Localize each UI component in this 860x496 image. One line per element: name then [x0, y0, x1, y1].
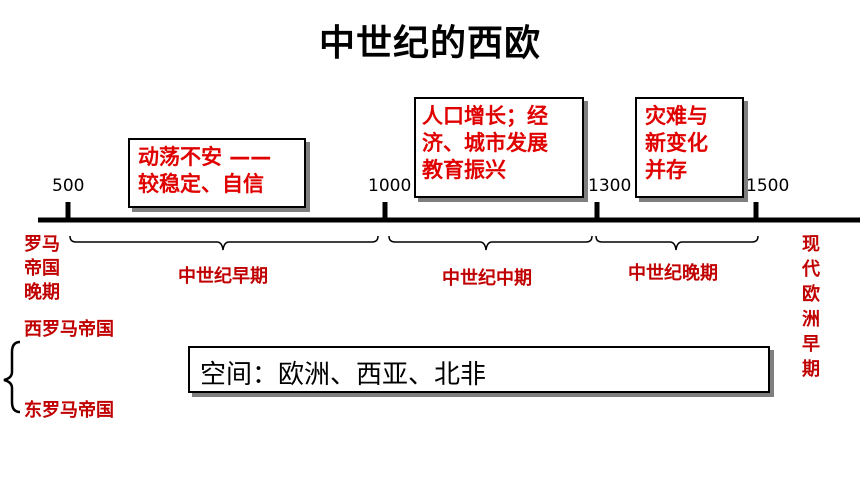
empire-bracket: [3, 340, 21, 414]
box-line: 较稳定、自信: [138, 172, 264, 196]
space-box: 空间：欧洲、西亚、北非: [188, 346, 770, 393]
box-line: 灾难与: [645, 104, 708, 128]
brace-middle: [388, 235, 593, 251]
period-label-late: 中世纪晚期: [628, 263, 718, 284]
period-label-early: 中世纪早期: [178, 266, 268, 287]
brace-late: [595, 235, 759, 251]
year-label: 1300: [588, 176, 632, 196]
box-line: 教育振兴: [422, 158, 506, 182]
middle-period-box: 人口增长；经 济、城市发展 教育振兴: [414, 97, 584, 198]
year-label: 1000: [368, 176, 412, 196]
year-label: 500: [52, 176, 85, 196]
early-period-box: 动荡不安 —— 较稳定、自信: [128, 138, 306, 208]
brace-early: [69, 235, 379, 251]
period-label-middle: 中世纪中期: [442, 268, 532, 289]
box-line: 济、城市发展: [422, 131, 548, 155]
box-line: 人口增长；经: [422, 104, 548, 128]
roman-late-label: 罗马帝国晚期: [24, 234, 60, 303]
western-roman-empire-label: 西罗马帝国: [24, 319, 114, 340]
box-line: 动荡不安 ——: [138, 145, 272, 169]
year-label: 1500: [746, 176, 790, 196]
box-line: 新变化: [645, 131, 708, 155]
page-title: 中世纪的西欧: [318, 23, 541, 64]
box-line: 并存: [645, 158, 687, 182]
modern-europe-label: 现代欧洲早期: [802, 234, 820, 380]
eastern-roman-empire-label: 东罗马帝国: [24, 400, 114, 421]
space-text: 空间：欧洲、西亚、北非: [200, 360, 487, 390]
late-period-box: 灾难与 新变化 并存: [635, 97, 744, 198]
